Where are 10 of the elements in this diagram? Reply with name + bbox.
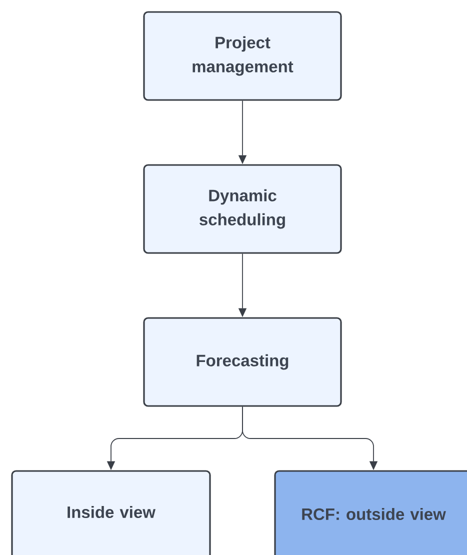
box-label: Project management — [192, 36, 294, 76]
box-label: Inside view — [68, 506, 156, 518]
process-box — [143, 164, 342, 254]
process-box — [274, 470, 467, 555]
box-label: RCF: outside view — [302, 508, 446, 520]
box-label: Forecasting — [196, 354, 288, 370]
process-box — [11, 470, 211, 555]
box-label: Dynamic scheduling — [200, 189, 285, 229]
process-box — [143, 317, 342, 407]
process-box — [143, 11, 342, 101]
